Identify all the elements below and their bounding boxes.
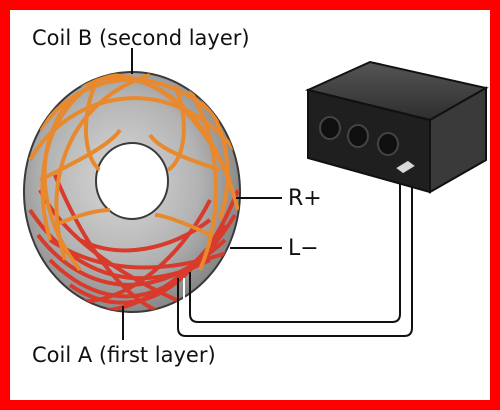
diagram-graphic [23,48,489,340]
device-box [304,60,489,194]
lead-wires [177,175,413,337]
device-knob [377,132,399,156]
r-plus-label: R+ [288,186,322,211]
device-knob [347,124,369,148]
lead-wires-inner [183,175,407,331]
coil-b-label: Coil B (second layer) [32,26,250,50]
l-minus-label: L− [288,236,319,261]
device-connector [393,159,418,175]
diagram-canvas: Coil B (second layer) Coil A (first laye… [10,10,490,400]
device-knob [319,116,341,140]
coil-a-label: Coil A (first layer) [32,343,216,367]
